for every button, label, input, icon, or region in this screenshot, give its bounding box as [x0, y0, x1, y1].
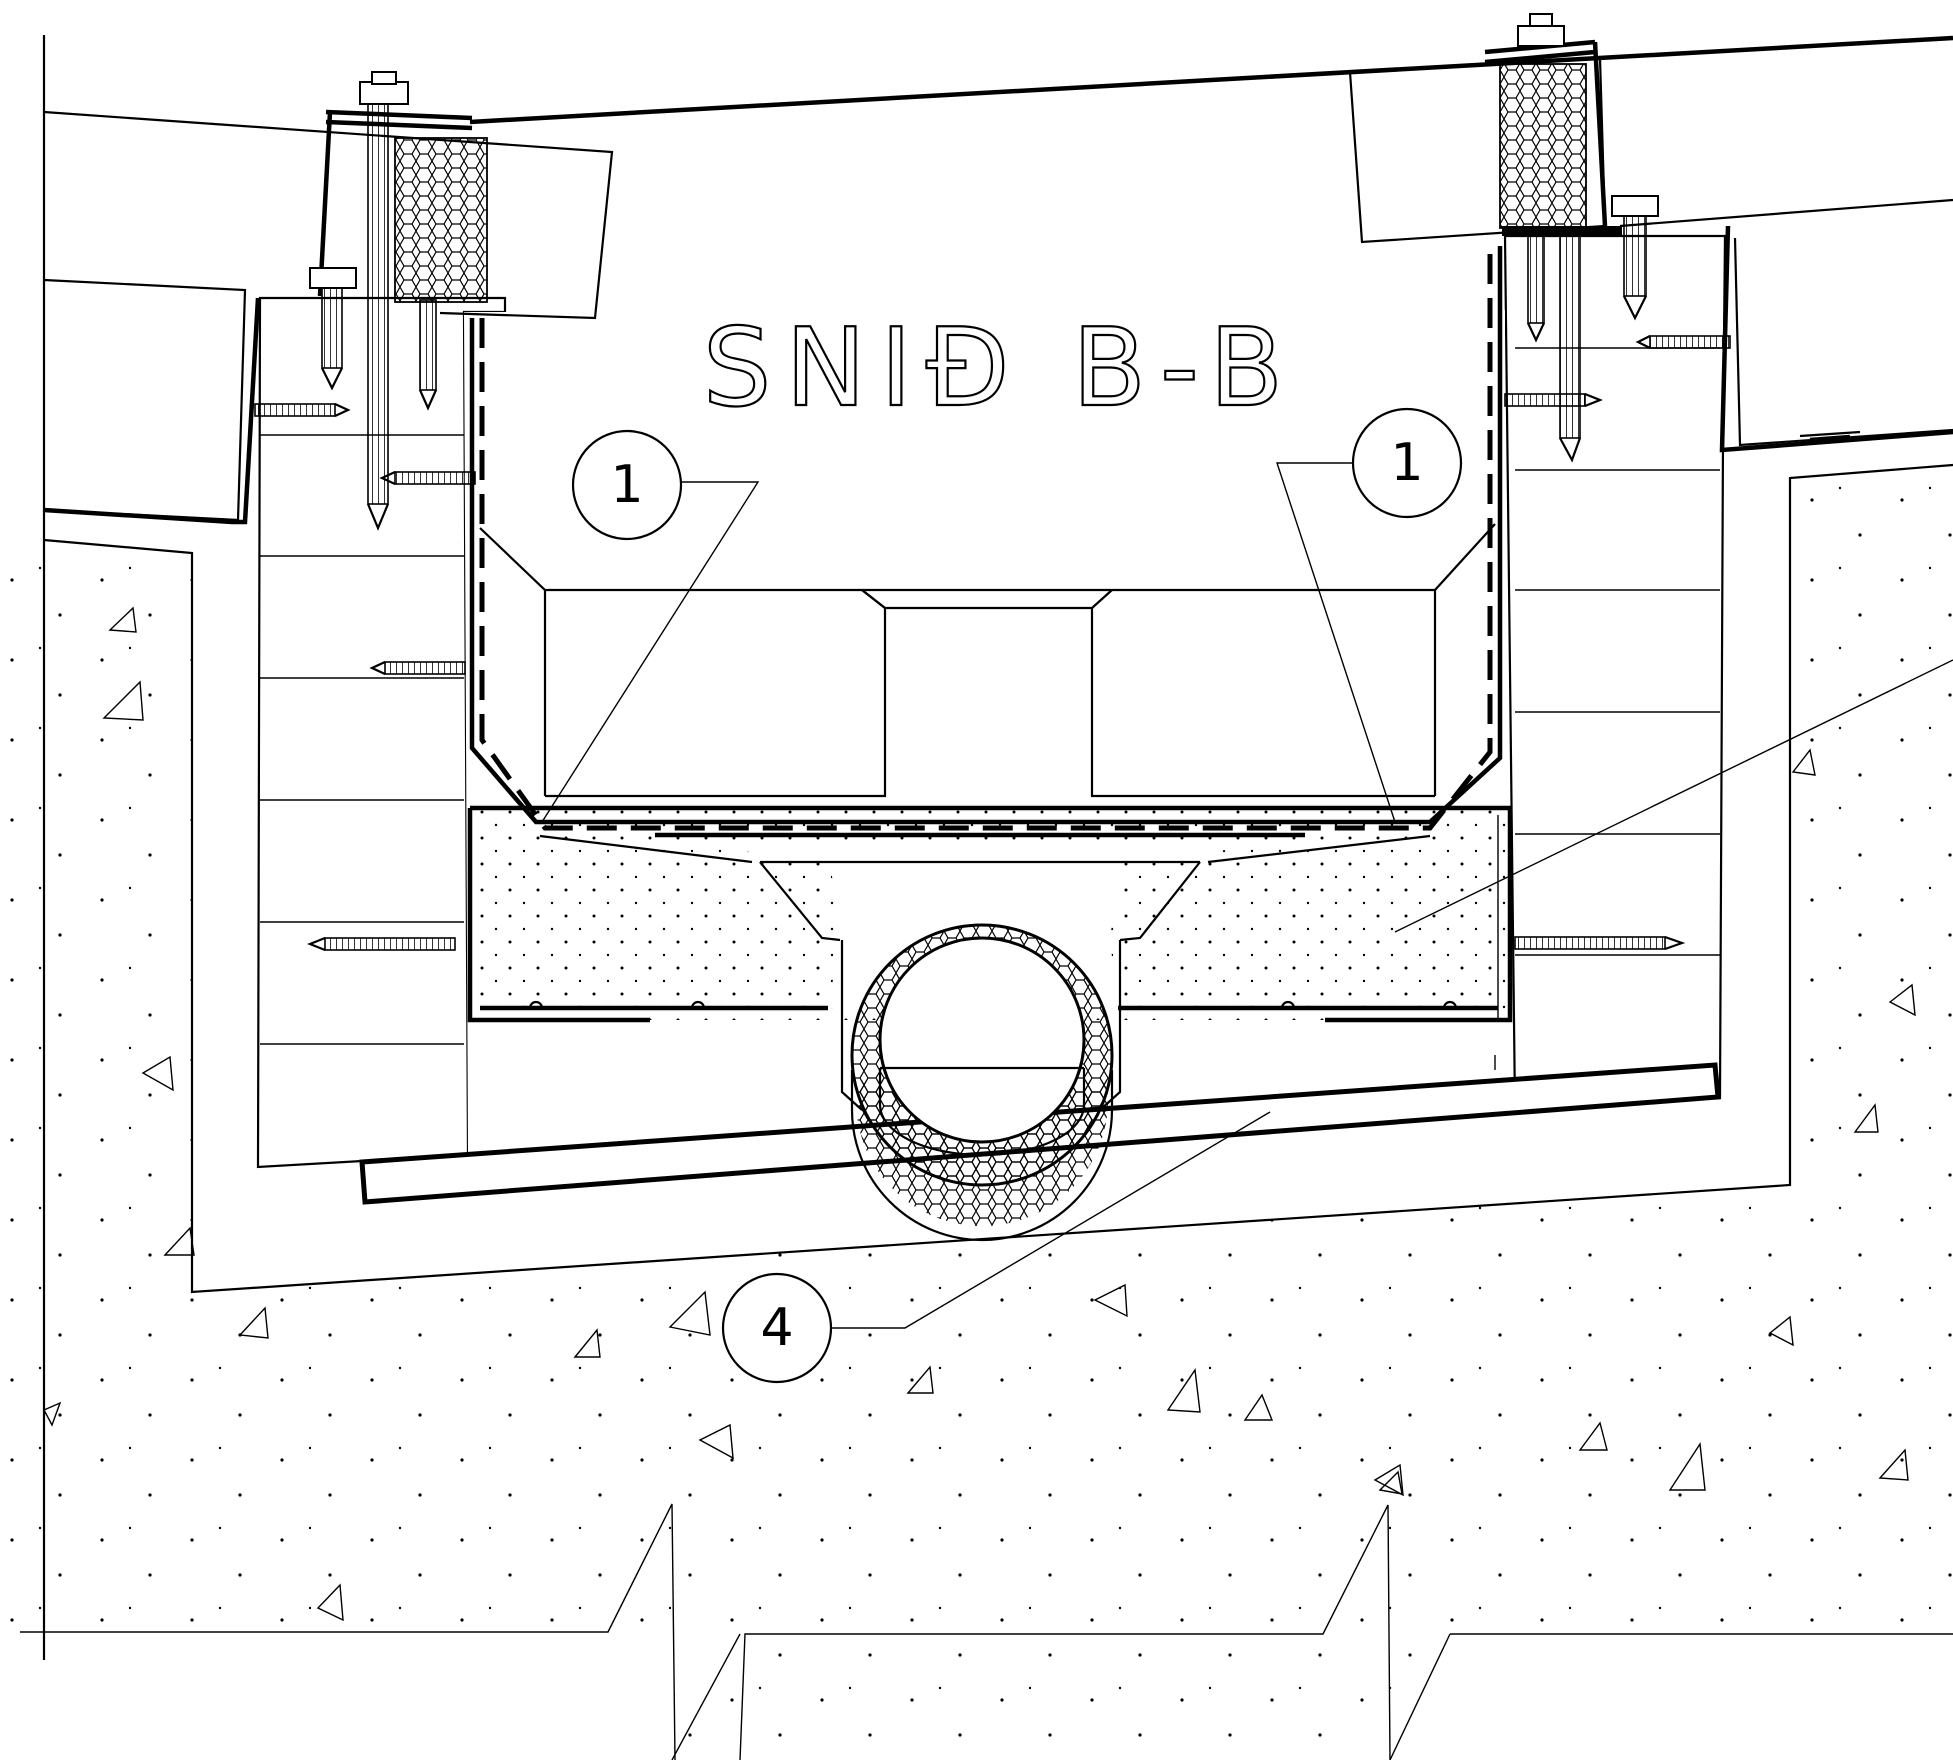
callout-1-right: 1 — [1276, 407, 1463, 823]
callout-1-right-label: 1 — [1390, 433, 1423, 493]
callout-4-label: 4 — [760, 1298, 793, 1358]
concrete-body — [0, 35, 1953, 1760]
callout-1-left-label: 1 — [610, 455, 643, 515]
drain-pipe — [850, 923, 1114, 1242]
left-fixing — [254, 71, 488, 952]
left-block-wall — [260, 434, 464, 1045]
section-title: SNIÐ B-B — [703, 306, 1298, 431]
leader-unlabeled — [1394, 659, 1953, 933]
callout-1-left: 1 — [541, 429, 760, 823]
roof-top-edge — [469, 35, 1953, 125]
aggregate-triangles — [43, 606, 1916, 1622]
right-fixing — [1484, 13, 1861, 951]
callout-4: 4 — [721, 1111, 1271, 1384]
